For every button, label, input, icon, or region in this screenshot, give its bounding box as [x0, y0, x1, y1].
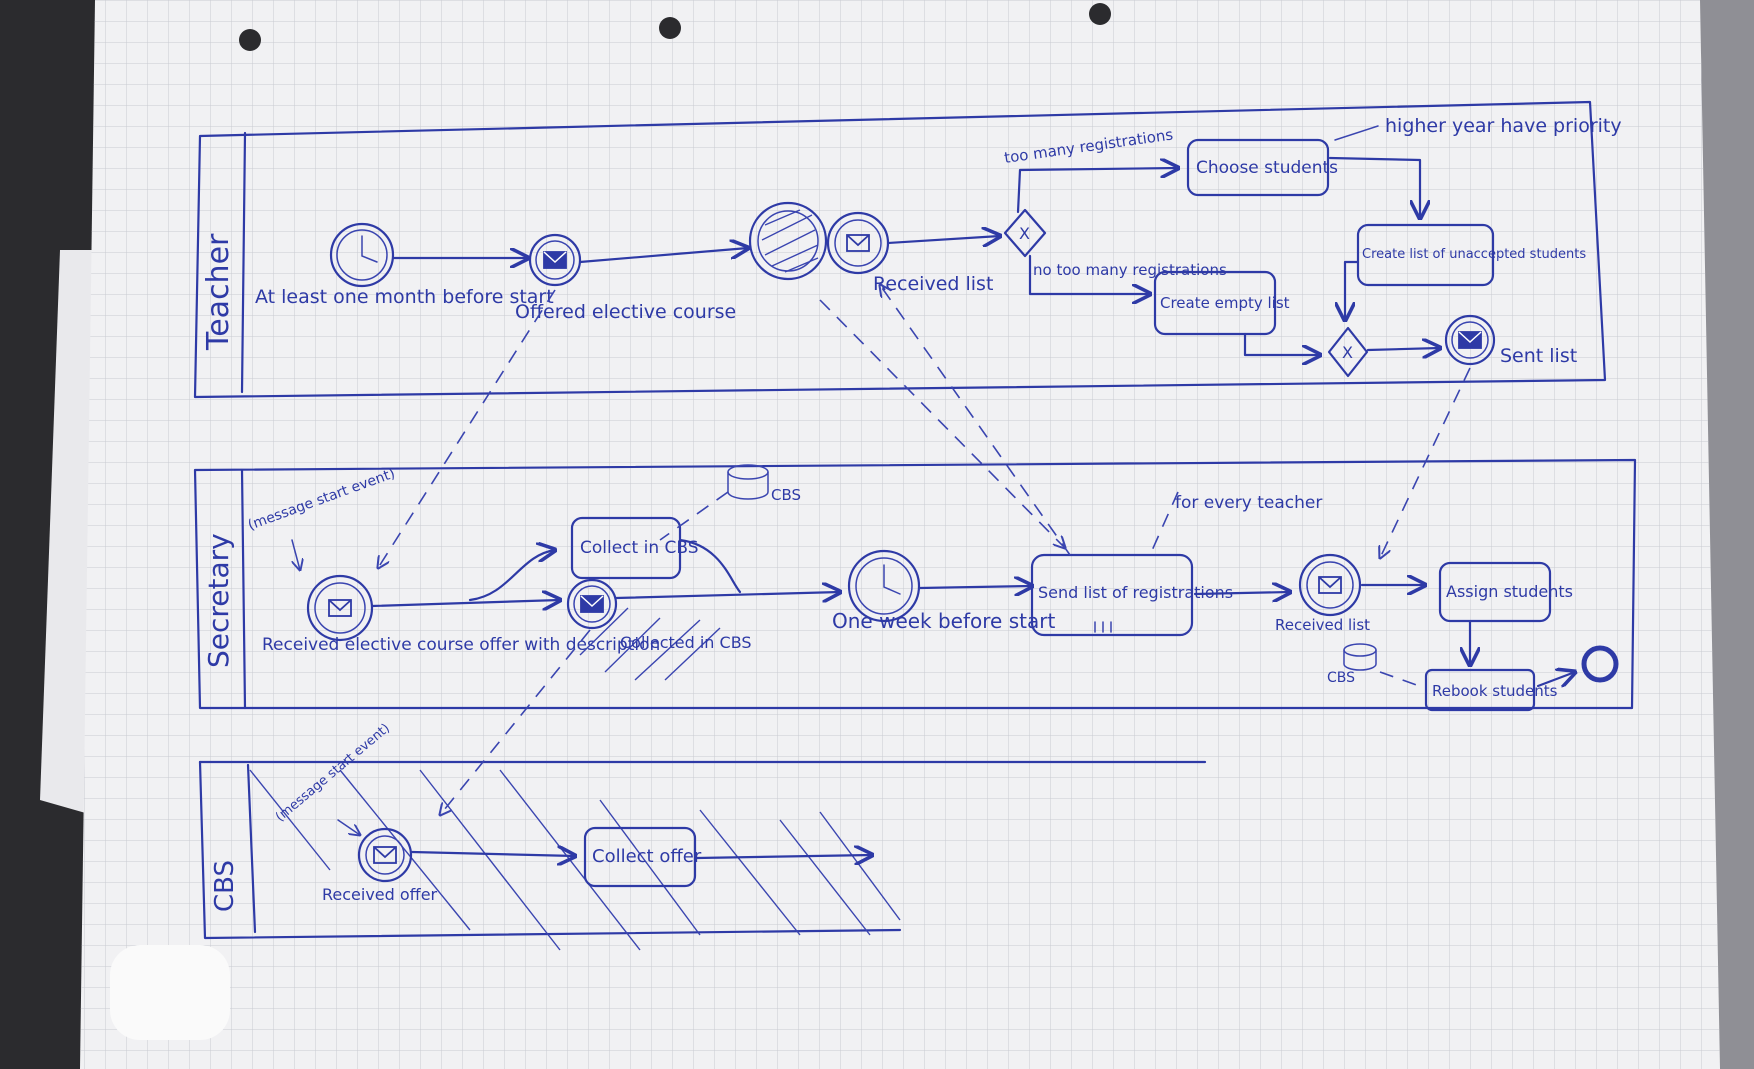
- timer-start-label: At least one month before start: [255, 286, 554, 308]
- received-offer-label: Received elective course offer with desc…: [262, 635, 660, 655]
- teacher-lane-divider: [240, 131, 247, 394]
- collect-in-cbs-task: [570, 516, 682, 580]
- clock-icon: [883, 564, 901, 595]
- svg-text:X: X: [1342, 343, 1353, 362]
- cbs-pool: CBS: [198, 760, 1207, 940]
- secretary-pool: Secretary: [193, 458, 1637, 710]
- choose-students-label: Choose students: [1196, 158, 1338, 178]
- assign-students-label: Assign students: [1446, 582, 1573, 601]
- teacher-pool-border: [193, 100, 1607, 399]
- msg-flow-offer-to-secretary: [378, 289, 556, 568]
- flow-too-many: [1016, 168, 1178, 214]
- punch-hole: [659, 17, 681, 39]
- cbs-datastore: CBS: [727, 464, 801, 504]
- collected-in-cbs-event: [566, 578, 618, 630]
- teacher-lane-label: Teacher: [201, 233, 236, 351]
- flow-collect-out: [678, 538, 742, 594]
- msg-flow-sent-to-secretary: [1380, 367, 1471, 558]
- branch-not-many-label: no too many registrations: [1033, 261, 1227, 279]
- xor-gateway-split: X: [1003, 208, 1047, 258]
- msg-flow-send-to-received: [880, 285, 1071, 556]
- clock-icon: [361, 235, 378, 263]
- flow-received-to-gateway: [886, 236, 1000, 243]
- note-arrow: [291, 539, 300, 570]
- xor-gateway-join: X: [1327, 326, 1369, 378]
- association-cbs-2: [1379, 671, 1426, 689]
- svg-text:CBS: CBS: [1327, 670, 1355, 686]
- flow-not-too-many: [1028, 254, 1150, 294]
- collect-offer-task: [583, 826, 697, 888]
- offered-course-event: [528, 233, 582, 287]
- create-empty-list-task: [1153, 270, 1277, 336]
- rebook-students-task: [1424, 668, 1536, 712]
- secretary-lane-label: Secretary: [202, 533, 235, 668]
- flow-collect-offer-out: [695, 855, 872, 858]
- sent-list-event: [1444, 314, 1496, 366]
- send-list-task: [1030, 553, 1194, 637]
- collect-offer-label: Collect offer: [592, 846, 702, 867]
- blank-patch: [110, 945, 230, 1040]
- cbs-note-arrow: [337, 819, 360, 835]
- envelope-filled-icon: [1458, 331, 1482, 349]
- flow-offer-to-collect: [468, 550, 555, 602]
- envelope-filled-icon: [580, 595, 604, 613]
- create-empty-list-label: Create empty list: [1160, 294, 1290, 312]
- one-week-label-a: One week before start: [832, 609, 1055, 633]
- annotation-link-teacher: [1149, 491, 1179, 556]
- cbs-received-offer-event: [357, 827, 413, 883]
- secretary-lane-divider: [240, 468, 247, 710]
- offered-course-label: Offered elective course: [515, 301, 736, 323]
- end-event: [1581, 645, 1619, 683]
- assign-students-task: [1438, 561, 1552, 623]
- one-week-timer-event: [847, 549, 921, 623]
- flow-join-to-sent: [1366, 348, 1440, 350]
- flow-offered-to-hatched: [578, 248, 748, 264]
- punch-hole: [1089, 3, 1111, 25]
- flow-empty-to-join: [1243, 332, 1320, 355]
- collected-in-cbs-label: Collected in CBS: [620, 633, 752, 652]
- every-teacher-annotation: for every teacher: [1175, 493, 1322, 513]
- secretary-received-list-label: Received list: [1275, 616, 1370, 634]
- annotation-link: [1334, 125, 1379, 141]
- cbs-received-offer-label: Received offer: [322, 885, 438, 904]
- punch-hole: [239, 29, 261, 51]
- svg-text:CBS: CBS: [771, 486, 801, 504]
- sent-list-label: Sent list: [1500, 345, 1577, 367]
- timer-start-event: [329, 222, 395, 288]
- flow-to-received-list: [1193, 592, 1290, 594]
- svg-text:X: X: [1019, 224, 1030, 243]
- envelope-filled-icon: [543, 251, 567, 269]
- flow-to-send-list: [918, 586, 1032, 588]
- send-list-label: Send list of registrations: [1038, 583, 1233, 602]
- flow-create-list-to-join: [1345, 260, 1360, 320]
- association-cbs: [659, 491, 729, 541]
- flow-choose-to-create-list: [1328, 156, 1420, 218]
- cbs-datastore-2: CBS: [1327, 643, 1377, 686]
- priority-annotation: higher year have priority: [1385, 115, 1622, 137]
- received-offer-event: [306, 574, 374, 642]
- secretary-pool-border: [193, 458, 1637, 710]
- rebook-students-label: Rebook students: [1432, 682, 1558, 700]
- cbs-pool-border: [198, 760, 902, 940]
- teacher-pool: Teacher: [193, 100, 1607, 399]
- received-list-label: Received list: [873, 273, 993, 295]
- cbs-lane-label: CBS: [210, 860, 240, 912]
- flow-to-one-week: [614, 592, 840, 598]
- collect-in-cbs-label: Collect in CBS: [580, 538, 699, 558]
- choose-students-task: [1186, 138, 1330, 197]
- flow-offer-to-collected: [370, 600, 560, 606]
- msg-flow-collected-to-cbs: [440, 629, 591, 815]
- multi-instance-marker: [1094, 621, 1112, 633]
- create-list-task: [1356, 223, 1495, 287]
- cbs-pool-hatching: [249, 769, 901, 951]
- flow-to-end: [1536, 672, 1575, 686]
- paper-grid: [80, 0, 1720, 1069]
- collected-hatch: [579, 607, 721, 681]
- create-list-label: Create list of unaccepted students: [1362, 247, 1586, 262]
- flow-cbs-to-collect: [410, 852, 575, 856]
- cbs-lane-divider: [246, 763, 257, 934]
- secretary-received-list-event: [1298, 553, 1362, 617]
- msg-flow-hatched-to-send: [819, 299, 1065, 548]
